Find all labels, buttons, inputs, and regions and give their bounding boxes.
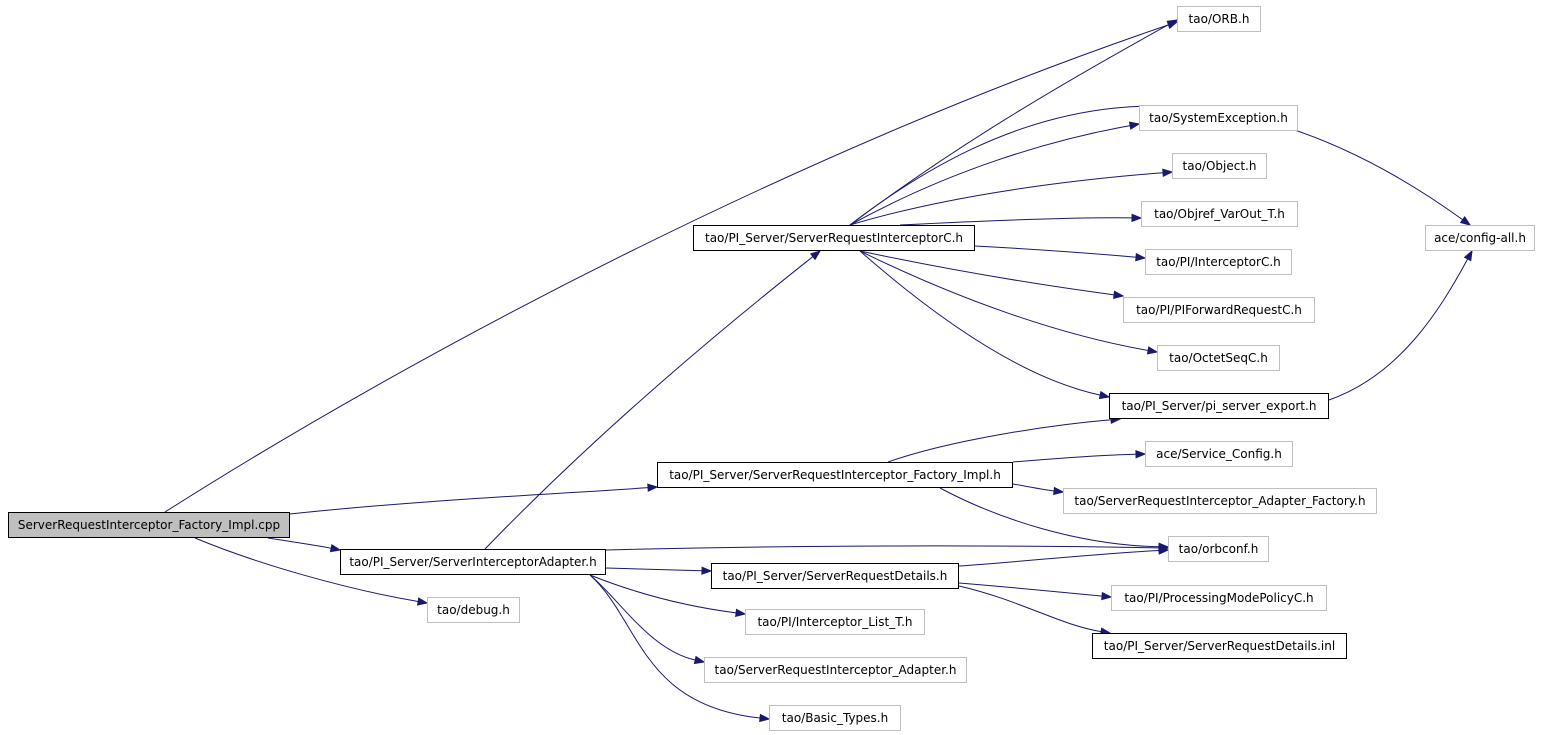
arrowhead-interceptor_adapter_h-to-interceptorc_h	[809, 250, 822, 261]
arrowhead-interceptorc_h-to-piforwardrequestc_h	[1113, 290, 1125, 299]
arrowhead-interceptor_adapter_h-to-interceptor_list_h	[735, 608, 747, 617]
node-label: tao/PI/ProcessingModePolicyC.h	[1124, 591, 1314, 605]
edge-root-to-debug_h	[194, 537, 419, 602]
arrowhead-interceptorc_h-to-system_exception_h	[1128, 121, 1141, 130]
node-label: tao/PI_Server/pi_server_export.h	[1121, 399, 1317, 413]
edge-interceptorc_h-to-octetseqc_h	[859, 250, 1149, 351]
arrowhead-interceptor_adapter_h-to-request_details_h	[701, 566, 713, 575]
arrowhead-factory_impl_h-to-adapter_factory_h	[1053, 486, 1065, 496]
node-label: tao/orbconf.h	[1178, 542, 1259, 556]
edge-root-to-orb_h	[164, 24, 1169, 513]
arrowhead-interceptorc_h-to-pi_server_export_h	[1098, 390, 1111, 400]
arrowhead-root-to-factory_impl_h	[647, 483, 659, 492]
edge-interceptorc_h-to-piforwardrequestc_h	[859, 250, 1115, 296]
arrowhead-pi_server_export_h-to-config_all_h	[1463, 249, 1473, 262]
node-interceptor-list-h[interactable]: tao/PI/Interceptor_List_T.h	[745, 609, 925, 635]
node-label: ace/config-all.h	[1434, 231, 1526, 245]
arrowhead-root-to-interceptor_adapter_h	[329, 543, 342, 553]
node-octetseqc-h[interactable]: tao/OctetSeqC.h	[1157, 345, 1280, 371]
edge-request_details_h-to-orbconf_h	[958, 549, 1160, 567]
edge-interceptorc_h-to-pi_interceptorc_h	[974, 245, 1137, 258]
node-objref-varout-h[interactable]: tao/Objref_VarOut_T.h	[1141, 201, 1298, 227]
node-label: tao/PI/Interceptor_List_T.h	[757, 615, 913, 629]
node-object-h[interactable]: tao/Object.h	[1172, 153, 1267, 179]
edge-interceptorc_h-to-pi_server_export_h	[859, 250, 1101, 396]
node-label: ServerRequestInterceptor_Factory_Impl.cp…	[17, 518, 281, 532]
edge-interceptorc_h-to-orb_h	[849, 23, 1170, 226]
edge-interceptorc_h-to-system_exception_h	[849, 125, 1131, 226]
edge-interceptorc_h-to-config_all_h	[849, 105, 1463, 226]
node-label: tao/ServerRequestInterceptor_Adapter.h	[714, 663, 957, 677]
node-label: tao/PI_Server/ServerRequestDetails.inl	[1103, 639, 1336, 653]
node-factory-impl-h[interactable]: tao/PI_Server/ServerRequestInterceptor_F…	[657, 462, 1013, 488]
node-label: tao/PI/PIForwardRequestC.h	[1136, 303, 1302, 317]
edge-root-to-factory_impl_h	[289, 487, 649, 515]
node-orbconf-h[interactable]: tao/orbconf.h	[1168, 536, 1269, 562]
node-label: tao/ORB.h	[1188, 12, 1250, 26]
arrowhead-interceptorc_h-to-octetseqc_h	[1146, 346, 1159, 355]
edge-factory_impl_h-to-adapter_factory_h	[1012, 483, 1055, 492]
node-pi-server-export-h[interactable]: tao/PI_Server/pi_server_export.h	[1109, 393, 1329, 419]
arrowhead-interceptorc_h-to-objref_varout_h	[1131, 213, 1143, 223]
node-label: tao/Basic_Types.h	[781, 711, 889, 725]
arrowhead-request_details_h-to-orbconf_h	[1158, 546, 1170, 555]
arrowhead-interceptorc_h-to-object_h	[1162, 168, 1174, 177]
node-interceptor-adapter-h[interactable]: tao/PI_Server/ServerInterceptorAdapter.h	[340, 549, 606, 575]
node-system-exception-h[interactable]: tao/SystemException.h	[1139, 105, 1298, 131]
node-label: tao/Objref_VarOut_T.h	[1154, 207, 1285, 221]
node-basic-types-h[interactable]: tao/Basic_Types.h	[769, 705, 901, 731]
node-pi-interceptorc-h[interactable]: tao/PI/InterceptorC.h	[1145, 249, 1292, 275]
node-interceptorc-h[interactable]: tao/PI_Server/ServerRequestInterceptorC.…	[693, 225, 975, 251]
node-root[interactable]: ServerRequestInterceptor_Factory_Impl.cp…	[8, 512, 290, 538]
node-sri-adapter-h[interactable]: tao/ServerRequestInterceptor_Adapter.h	[704, 657, 967, 683]
node-label: tao/PI_Server/ServerRequestDetails.h	[722, 569, 948, 583]
node-label: tao/SystemException.h	[1149, 111, 1288, 125]
edge-interceptor_adapter_h-to-request_details_h	[605, 567, 703, 572]
node-label: tao/ServerRequestInterceptor_Adapter_Fac…	[1074, 494, 1366, 508]
node-orb-h[interactable]: tao/ORB.h	[1177, 6, 1261, 32]
node-label: tao/PI_Server/ServerRequestInterceptor_F…	[669, 468, 1001, 482]
edge-interceptorc_h-to-objref_varout_h	[899, 217, 1133, 226]
edge-interceptor_adapter_h-to-interceptor_list_h	[589, 574, 737, 614]
arrowhead-request_details_h-to-processing_mode_h	[1101, 591, 1113, 601]
edge-interceptor_adapter_h-to-orbconf_h	[605, 545, 1160, 551]
edge-interceptor_adapter_h-to-basic_types_h	[589, 574, 761, 719]
node-label: tao/PI_Server/ServerInterceptorAdapter.h	[349, 555, 597, 569]
node-label: ace/Service_Config.h	[1156, 447, 1282, 461]
edge-factory_impl_h-to-service_config_h	[1012, 453, 1137, 463]
edge-pi_server_export_h-to-config_all_h	[1328, 258, 1469, 401]
node-label: tao/debug.h	[437, 603, 510, 617]
edge-root-to-interceptor_adapter_h	[267, 537, 332, 549]
node-config-all-h[interactable]: ace/config-all.h	[1425, 225, 1535, 251]
node-processing-mode-h[interactable]: tao/PI/ProcessingModePolicyC.h	[1111, 585, 1327, 611]
node-request-details-inl[interactable]: tao/PI_Server/ServerRequestDetails.inl	[1092, 633, 1347, 659]
arrowhead-interceptorc_h-to-config_all_h	[1459, 216, 1472, 226]
arrowhead-interceptorc_h-to-pi_interceptorc_h	[1135, 252, 1147, 262]
arrowhead-factory_impl_h-to-service_config_h	[1135, 449, 1147, 459]
node-label: tao/Object.h	[1182, 159, 1257, 173]
arrowhead-interceptorc_h-to-orb_h	[1166, 19, 1179, 29]
node-piforwardrequestc-h[interactable]: tao/PI/PIForwardRequestC.h	[1123, 297, 1315, 323]
arrowhead-interceptor_adapter_h-to-basic_types_h	[759, 713, 771, 723]
arrowhead-interceptor_adapter_h-to-sri_adapter_h	[693, 655, 706, 665]
edge-factory_impl_h-to-pi_server_export_h	[887, 419, 1112, 463]
edge-request_details_h-to-processing_mode_h	[958, 582, 1103, 597]
edge-request_details_h-to-request_details_inl	[958, 585, 1102, 633]
edge-factory_impl_h-to-orbconf_h	[939, 487, 1160, 548]
edge-interceptor_adapter_h-to-sri_adapter_h	[589, 574, 696, 661]
node-label: tao/OctetSeqC.h	[1169, 351, 1268, 365]
node-debug-h[interactable]: tao/debug.h	[427, 597, 520, 623]
node-request-details-h[interactable]: tao/PI_Server/ServerRequestDetails.h	[711, 563, 959, 589]
node-adapter-factory-h[interactable]: tao/ServerRequestInterceptor_Adapter_Fac…	[1063, 488, 1377, 514]
node-label: tao/PI_Server/ServerRequestInterceptorC.…	[705, 231, 963, 245]
node-service-config-h[interactable]: ace/Service_Config.h	[1145, 441, 1293, 467]
edge-interceptor_adapter_h-to-interceptorc_h	[484, 256, 814, 550]
arrowhead-root-to-debug_h	[416, 597, 429, 606]
node-label: tao/PI/InterceptorC.h	[1156, 255, 1281, 269]
edge-interceptorc_h-to-object_h	[849, 172, 1164, 226]
